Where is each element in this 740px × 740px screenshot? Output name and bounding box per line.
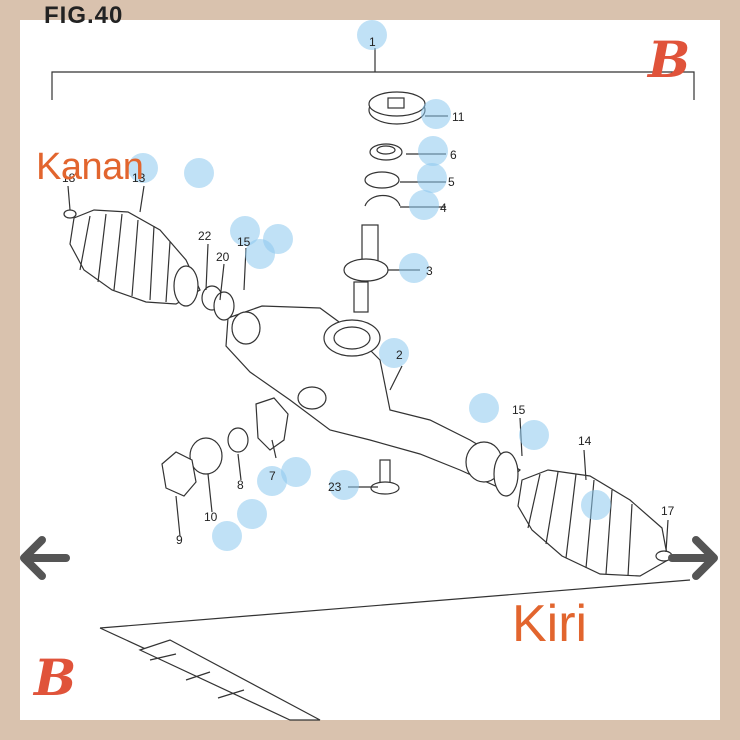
previous-arrow-button[interactable] bbox=[18, 536, 70, 580]
boot-left-side bbox=[493, 451, 673, 577]
part-number-labels: 1 11 6 5 4 3 2 22 20 15 13 18 7 8 10 9 2… bbox=[62, 35, 675, 547]
part-number: 11 bbox=[452, 110, 465, 124]
arrow-right-icon bbox=[668, 536, 718, 580]
figure-label: FIG.40 bbox=[44, 2, 124, 29]
part-number: 8 bbox=[237, 478, 244, 492]
part-number: 20 bbox=[216, 250, 230, 264]
brand-logo: B bbox=[648, 30, 691, 89]
part-number: 17 bbox=[661, 504, 675, 518]
part-number: 22 bbox=[198, 229, 212, 243]
hotspots bbox=[128, 20, 611, 551]
rack-housing bbox=[225, 305, 522, 489]
rack-shaft-inset bbox=[99, 579, 691, 721]
brand-logo: B bbox=[34, 648, 77, 707]
part-number: 6 bbox=[450, 148, 457, 162]
part-number: 15 bbox=[237, 235, 251, 249]
part-number: 18 bbox=[62, 171, 76, 185]
part-number: 14 bbox=[578, 434, 592, 448]
part-number: 9 bbox=[176, 533, 183, 547]
next-arrow-button[interactable] bbox=[668, 536, 720, 580]
part-number: 13 bbox=[132, 171, 146, 185]
part-number: 15 bbox=[512, 403, 526, 417]
part-number: 4 bbox=[440, 201, 447, 215]
part-number: 1 bbox=[369, 35, 376, 49]
part-number: 10 bbox=[204, 510, 218, 524]
yoke-parts bbox=[161, 397, 400, 497]
label-kiri: Kiri bbox=[512, 595, 588, 653]
part-number: 23 bbox=[328, 480, 342, 494]
part-number: 2 bbox=[396, 348, 403, 362]
part-number: 7 bbox=[269, 469, 276, 483]
boot-right-side bbox=[63, 209, 235, 321]
arrow-left-icon bbox=[20, 536, 70, 580]
part-number: 5 bbox=[448, 175, 455, 189]
part-number: 3 bbox=[426, 264, 433, 278]
assembly-bracket bbox=[51, 48, 695, 100]
label-kanan: Kanan bbox=[36, 146, 144, 188]
